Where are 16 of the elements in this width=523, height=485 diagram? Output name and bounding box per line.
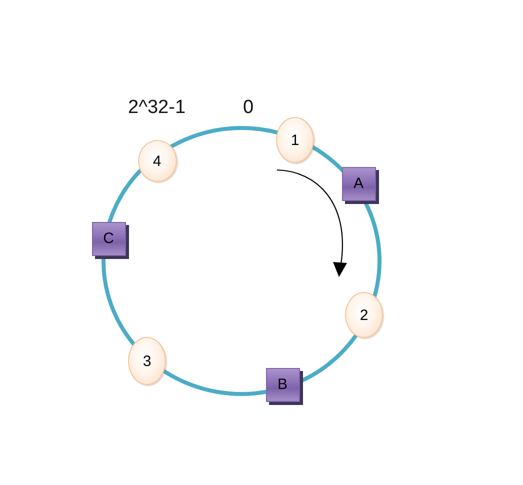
node-label: 1 (290, 132, 300, 148)
ellipse-node (345, 292, 383, 338)
square-node (266, 368, 302, 404)
ring-position-label: 2^32-1 (128, 98, 186, 117)
ellipse-node (276, 117, 314, 163)
ring-position-label: 0 (243, 98, 254, 117)
square-node (92, 222, 128, 258)
square-node (342, 166, 378, 204)
ellipse-node (138, 140, 176, 182)
node-label: 3 (142, 354, 152, 368)
node-label: A (352, 174, 364, 194)
node-label: B (276, 374, 288, 394)
node-label: 2 (360, 308, 368, 322)
ellipse-node (128, 337, 166, 385)
node-label: C (102, 228, 115, 248)
node-label: 4 (152, 154, 162, 168)
